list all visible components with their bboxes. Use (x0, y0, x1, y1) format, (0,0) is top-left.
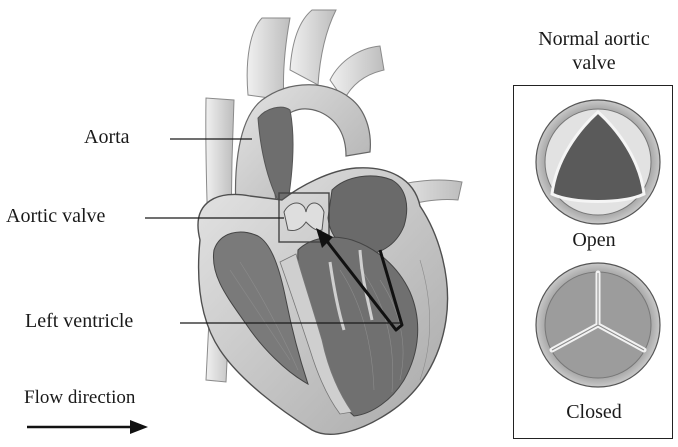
aorta-label: Aorta (84, 126, 130, 149)
flow-direction-arrow (27, 420, 148, 434)
closed-label: Closed (514, 401, 674, 424)
aortic-valve-label: Aortic valve (6, 205, 105, 228)
inset-title-line1: Normal aortic (514, 27, 674, 51)
inset-title-line2: valve (514, 51, 674, 75)
flow-direction-label: Flow direction (24, 387, 135, 409)
inset-title: Normal aortic valve (514, 27, 674, 75)
left-ventricle-label: Left ventricle (25, 310, 133, 333)
normal-valve-inset-box (513, 85, 673, 439)
heart-body (198, 168, 448, 435)
open-label: Open (514, 229, 674, 252)
